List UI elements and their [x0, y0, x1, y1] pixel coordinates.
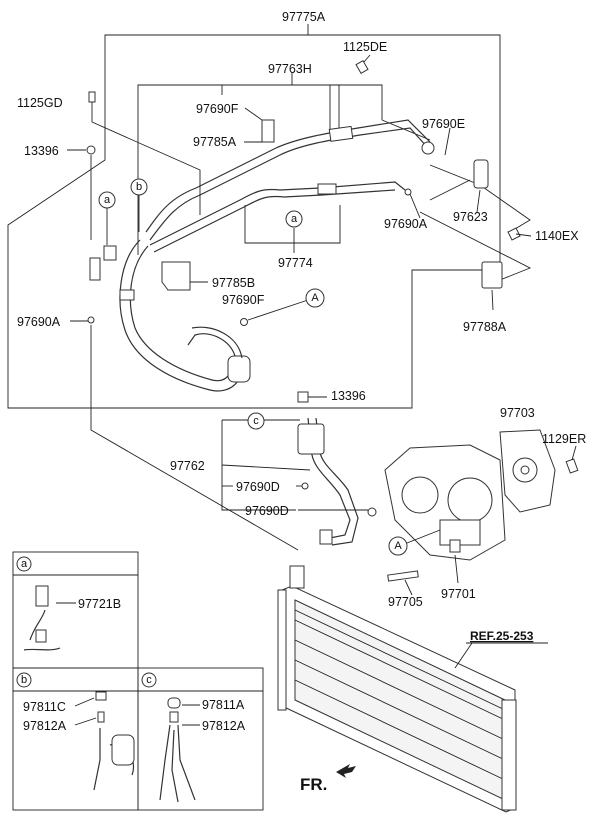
callout-A-upper: A [305, 288, 325, 308]
svg-text:a: a [291, 213, 298, 225]
label-97763H: 97763H [268, 62, 312, 76]
label-97690F-top: 97690F [196, 102, 239, 116]
bracket-97774 [244, 205, 341, 253]
callout-a-mid: a [285, 210, 303, 228]
label-1129ER: 1129ER [542, 432, 586, 446]
label-97785A: 97785A [193, 135, 237, 149]
label-1125DE: 1125DE [343, 40, 387, 54]
legend-box-b [12, 667, 139, 811]
svg-text:b: b [136, 181, 142, 193]
label-97775A: 97775A [282, 10, 326, 24]
leader-lines-upper [70, 54, 532, 322]
label-97762: 97762 [170, 459, 205, 473]
svg-text:a: a [104, 194, 111, 206]
assembly-frame-97775A [7, 24, 501, 409]
label-97705: 97705 [388, 595, 423, 609]
legend-callout-b: b [16, 672, 32, 688]
label-97811C: 97811C [23, 700, 66, 714]
label-97690D-a: 97690D [236, 480, 280, 494]
label-97701: 97701 [441, 587, 476, 601]
label-1125GD: 1125GD [17, 96, 63, 110]
label-97690D-b: 97690D [245, 504, 289, 518]
label-1140EX: 1140EX [535, 229, 579, 243]
compressor-97701 [384, 444, 506, 561]
svg-text:A: A [394, 540, 402, 552]
label-13396-top: 13396 [24, 144, 59, 158]
legend-callout-a: a [16, 556, 32, 572]
svg-text:b: b [21, 674, 27, 686]
label-97785B: 97785B [212, 276, 255, 290]
label-97690A-left: 97690A [17, 315, 61, 329]
callout-a-upper: a [98, 191, 116, 209]
leader-97690A-to-condenser [90, 325, 299, 551]
compressor-bolts [387, 445, 579, 596]
svg-text:c: c [146, 674, 152, 686]
label-13396-mid: 13396 [331, 389, 366, 403]
label-97690A-right: 97690A [384, 217, 428, 231]
label-97623: 97623 [453, 210, 488, 224]
condenser [277, 565, 548, 813]
svg-text:c: c [253, 415, 259, 427]
leader-A-compressor [406, 529, 441, 544]
svg-text:A: A [311, 292, 319, 304]
label-97774: 97774 [278, 256, 313, 270]
upper-hardware [67, 59, 521, 326]
compressor-cover-97703 [499, 429, 556, 513]
callout-b-upper: b [130, 178, 148, 196]
bracket-c [221, 419, 300, 511]
legend-box-c [137, 667, 264, 811]
label-97690F-mid: 97690F [222, 293, 265, 307]
label-97811A: 97811A [202, 698, 245, 712]
front-arrow-icon [336, 764, 356, 778]
label-97788A: 97788A [463, 320, 507, 334]
label-97812A-b: 97812A [23, 719, 67, 733]
label-97721B: 97721B [78, 597, 121, 611]
label-97690E: 97690E [422, 117, 465, 131]
receiver-lines [419, 164, 532, 281]
discharge-line-97762 [221, 391, 377, 546]
label-97703: 97703 [500, 406, 535, 420]
label-ref-25-253: REF.25-253 [470, 629, 534, 643]
discharge-hose-loop [119, 239, 251, 392]
legend-callout-c: c [141, 672, 157, 688]
callout-A-compressor: A [388, 536, 408, 556]
svg-text:a: a [21, 558, 28, 570]
label-fr: FR. [300, 775, 327, 794]
label-97812A-c: 97812A [202, 719, 246, 733]
callout-c-compressor: c [247, 412, 265, 430]
suction-hose-97763H [145, 119, 435, 241]
liquid-hose-97774 [149, 181, 412, 253]
